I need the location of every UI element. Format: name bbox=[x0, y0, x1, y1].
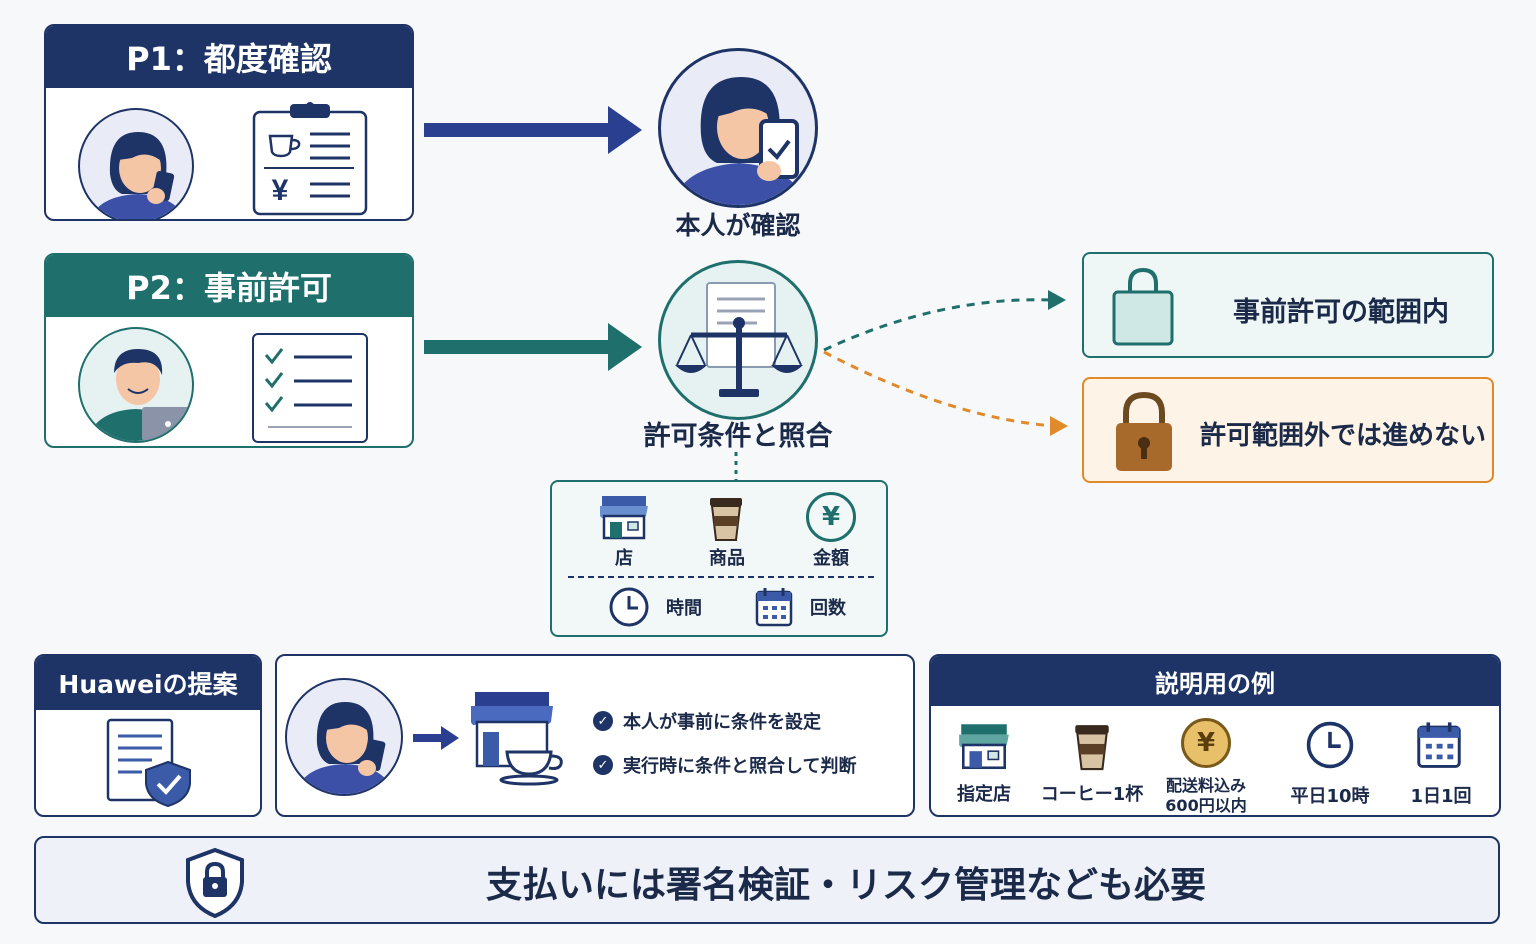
proposal-point-text: 本人が事前に条件を設定 bbox=[623, 712, 821, 733]
example-calendar-icon bbox=[1417, 722, 1461, 768]
example-time-label: 平日10時 bbox=[1290, 786, 1370, 807]
condition-product-label: 商品 bbox=[709, 548, 745, 569]
conditions-box: 店 商品 ¥ 金額 時間 回数 bbox=[550, 480, 888, 637]
example-title: 説明用の例 bbox=[931, 656, 1499, 706]
condition-count-label: 回数 bbox=[810, 598, 846, 619]
example-store-label: 指定店 bbox=[957, 784, 1011, 805]
footer-text: 支払いには署名検証・リスク管理なども必要 bbox=[485, 865, 1206, 906]
proposal-point-text: 実行時に条件と照合して判断 bbox=[623, 756, 857, 777]
huawei-title: Huaweiの提案 bbox=[36, 656, 260, 710]
huawei-card: Huaweiの提案 bbox=[34, 654, 262, 817]
confirm-person-avatar bbox=[658, 48, 818, 208]
p1-card: P1：都度確認 ¥ bbox=[44, 24, 414, 221]
store-coffee-icon bbox=[471, 692, 563, 786]
p2-person-avatar bbox=[78, 327, 194, 443]
footer-banner: 支払いには署名検証・リスク管理なども必要 bbox=[34, 836, 1500, 924]
yen-coin-icon: ¥ bbox=[806, 492, 856, 542]
p1-clipboard-icon: ¥ bbox=[250, 100, 370, 218]
p2-title: P2：事前許可 bbox=[46, 255, 412, 317]
padlock-icon bbox=[1116, 391, 1172, 471]
example-price-label: 600円以内 bbox=[1165, 796, 1247, 815]
document-shield-icon bbox=[106, 718, 191, 808]
p1-yen-symbol: ¥ bbox=[272, 174, 289, 207]
shopping-bag-icon bbox=[1112, 267, 1174, 346]
confirm-label: 本人が確認 bbox=[675, 211, 801, 240]
p1-arrow-head bbox=[608, 106, 642, 154]
example-coffee-icon bbox=[1075, 725, 1109, 771]
condition-store-label: 店 bbox=[615, 548, 633, 569]
check-icon: ✓ bbox=[593, 711, 613, 731]
p1-title: P1：都度確認 bbox=[46, 26, 412, 88]
proposal-points: ✓ 本人が事前に条件を設定 ✓ 実行時に条件と照合して判断 bbox=[593, 708, 909, 778]
outcome-out-scope-text: 許可範囲外では進めない bbox=[1199, 421, 1486, 451]
p2-arrow-head bbox=[608, 323, 642, 371]
proposal-detail-card: ✓ 本人が事前に条件を設定 ✓ 実行時に条件と照合して判断 bbox=[275, 654, 915, 817]
outcome-out-scope-box: 許可範囲外では進めない bbox=[1082, 377, 1494, 483]
outcome-in-scope-text: 事前許可の範囲内 bbox=[1233, 297, 1449, 328]
condition-amount-label: 金額 bbox=[813, 548, 849, 569]
match-label: 許可条件と照合 bbox=[643, 421, 833, 452]
store-icon bbox=[600, 496, 648, 540]
p2-checklist-icon bbox=[252, 333, 368, 443]
example-count-label: 1日1回 bbox=[1410, 786, 1472, 807]
conditions-divider bbox=[568, 576, 874, 578]
proposal-person-avatar bbox=[285, 678, 403, 796]
clock-icon bbox=[609, 587, 649, 627]
check-icon: ✓ bbox=[593, 755, 613, 775]
coffee-cup-icon bbox=[710, 498, 742, 541]
example-card: 説明用の例 指定店 コーヒー1杯 ¥ 配送料込み 600円以内 平日10時 1日… bbox=[929, 654, 1501, 817]
example-clock-icon bbox=[1306, 721, 1354, 769]
proposal-point: ✓ 実行時に条件と照合して判断 bbox=[593, 752, 909, 778]
p1-person-avatar bbox=[78, 108, 194, 219]
match-scale-circle bbox=[658, 260, 818, 420]
outcome-in-scope-box: 事前許可の範囲内 bbox=[1082, 252, 1494, 358]
example-store-icon bbox=[959, 724, 1009, 770]
example-coffee-label: コーヒー1杯 bbox=[1040, 784, 1144, 805]
example-yen-coin-icon: ¥ bbox=[1181, 718, 1231, 768]
condition-time-label: 時間 bbox=[666, 598, 702, 619]
shield-lock-icon bbox=[186, 847, 244, 919]
example-fee-label: 配送料込み bbox=[1165, 776, 1246, 795]
calendar-icon bbox=[755, 588, 793, 627]
proposal-point: ✓ 本人が事前に条件を設定 bbox=[593, 708, 909, 734]
p2-card: P2：事前許可 bbox=[44, 253, 414, 448]
proposal-arrow-icon bbox=[413, 726, 459, 750]
scale-icon bbox=[675, 282, 803, 397]
